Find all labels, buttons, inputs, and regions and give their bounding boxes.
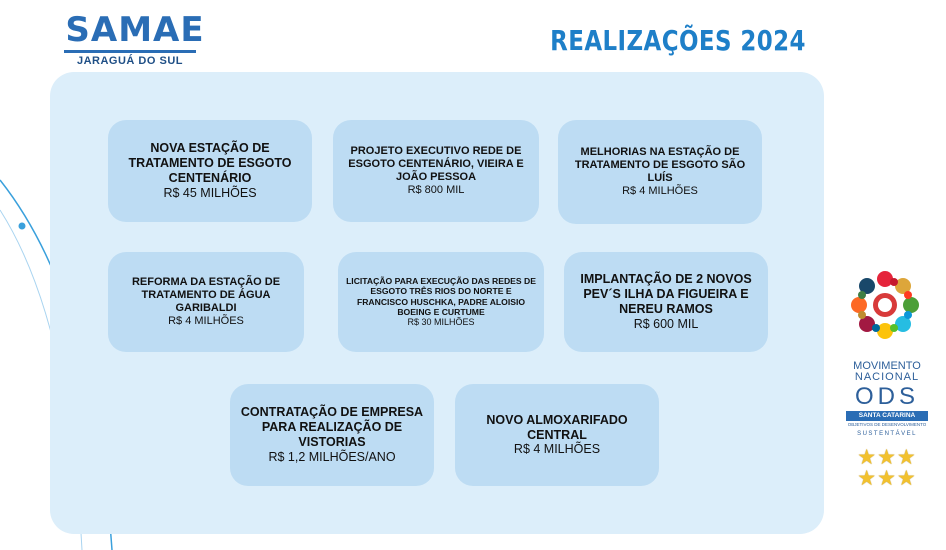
card-licitacao-redes: LICITAÇÃO PARA EXECUÇÃO DAS REDES DE ESG…: [338, 252, 544, 352]
card-ete-centenario: NOVA ESTAÇÃO DE TRATAMENTO DE ESGOTO CEN…: [108, 120, 312, 222]
ods-line1: MOVIMENTO: [853, 360, 921, 372]
card-value: R$ 600 MIL: [633, 316, 699, 331]
page-title: REALIZAÇÕES 2024: [550, 24, 806, 57]
card-title: MELHORIAS NA ESTAÇÃO DE TRATAMENTO DE ES…: [574, 145, 746, 184]
logo-underline: [64, 50, 196, 53]
card-title: LICITAÇÃO PARA EXECUÇÃO DAS REDES DE ESG…: [346, 276, 536, 317]
card-title: REFORMA DA ESTAÇÃO DE TRATAMENTO DE ÁGUA…: [131, 275, 281, 314]
card-almoxarifado-central: NOVO ALMOXARIFADO CENTRAL R$ 4 MILHÕES: [455, 384, 659, 486]
ods-text-block: MOVIMENTO NACIONAL ODS SANTA CATARINA OB…: [846, 361, 928, 439]
logo-wordmark: SAMAE: [65, 10, 205, 50]
card-eta-garibaldi: REFORMA DA ESTAÇÃO DE TRATAMENTO DE ÁGUA…: [108, 252, 304, 352]
card-title: PROJETO EXECUTIVO REDE DE ESGOTO CENTENÁ…: [348, 144, 524, 183]
card-value: R$ 30 MILHÕES: [407, 316, 475, 327]
card-projeto-rede-centenario: PROJETO EXECUTIVO REDE DE ESGOTO CENTENÁ…: [333, 120, 539, 222]
card-value: R$ 1,2 MILHÕES/ANO: [268, 449, 396, 464]
ods-stars: ★★★ ★★★: [846, 447, 928, 489]
star-icon-row: ★★★: [857, 467, 917, 490]
card-title: NOVA ESTAÇÃO DE TRATAMENTO DE ESGOTO CEN…: [128, 141, 292, 185]
ods-big: ODS: [854, 383, 919, 410]
card-novos-pevs: IMPLANTAÇÃO DE 2 NOVOS PEV´S ILHA DA FIG…: [564, 252, 768, 352]
ods-wheel-icon: [851, 271, 919, 339]
card-title: NOVO ALMOXARIFADO CENTRAL: [486, 412, 628, 442]
decorative-dot: [18, 222, 26, 230]
card-value: R$ 800 MIL: [407, 183, 465, 196]
card-value: R$ 45 MILHÕES: [163, 185, 257, 200]
logo-city: JARAGUÁ DO SUL: [76, 55, 183, 67]
card-value: R$ 4 MILHÕES: [513, 442, 601, 457]
ods-small: OBJETIVOS DE DESENVOLVIMENTO: [847, 422, 927, 427]
ods-strip: SANTA CATARINA: [846, 411, 928, 421]
card-value: R$ 4 MILHÕES: [622, 184, 698, 197]
ods-badge: MOVIMENTO NACIONAL ODS SANTA CATARINA OB…: [846, 270, 928, 489]
ods-sub: SUSTENTÁVEL: [857, 431, 917, 437]
card-ete-sao-luis: MELHORIAS NA ESTAÇÃO DE TRATAMENTO DE ES…: [558, 120, 762, 224]
ods-line2: NACIONAL: [854, 371, 920, 383]
card-title: IMPLANTAÇÃO DE 2 NOVOS PEV´S ILHA DA FIG…: [580, 272, 752, 316]
card-contratacao-vistorias: CONTRATAÇÃO DE EMPRESA PARA REALIZAÇÃO D…: [230, 384, 434, 486]
card-title: CONTRATAÇÃO DE EMPRESA PARA REALIZAÇÃO D…: [240, 405, 424, 449]
samae-logo: SAMAE JARAGUÁ DO SUL: [60, 10, 210, 70]
star-icon-row: ★★★: [857, 446, 917, 469]
card-value: R$ 4 MILHÕES: [168, 314, 244, 327]
